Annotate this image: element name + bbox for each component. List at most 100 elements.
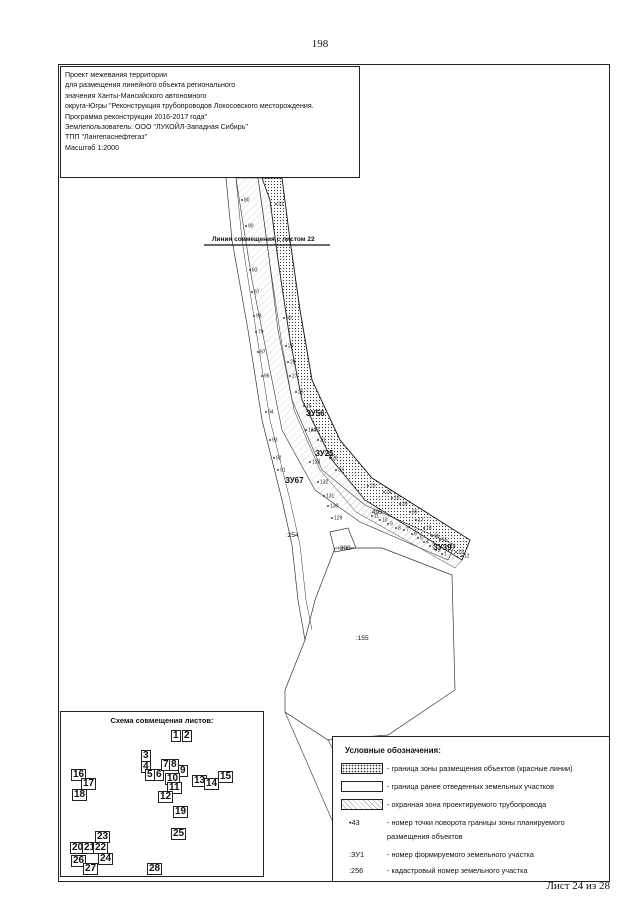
turn-point [455, 551, 457, 553]
parcel-390 [329, 527, 357, 553]
turn-point-label: 96 [264, 374, 270, 380]
turn-point [411, 533, 413, 535]
turn-point-label: 91 [280, 468, 286, 474]
turn-point-label: 133 [312, 460, 321, 466]
turn-point [371, 515, 373, 517]
cadastral-label: :254 [286, 532, 299, 539]
turn-point-label: 26 [298, 390, 304, 396]
turn-point-label: 97 [254, 290, 260, 296]
turn-point-label: 9 [390, 522, 393, 528]
turn-point [277, 469, 279, 471]
cadastral-label: :155 [356, 635, 369, 642]
turn-point [335, 469, 337, 471]
turn-point [275, 203, 277, 205]
turn-point-label: 92 [276, 456, 282, 462]
turn-point [303, 405, 305, 407]
turn-point-label: 132 [320, 480, 329, 486]
turn-point [423, 527, 425, 529]
scheme-sheet-1: 1 [171, 730, 181, 742]
turn-point [265, 411, 267, 413]
turn-point [331, 517, 333, 519]
dotted-zone-swatch [341, 763, 383, 774]
sheet-label: Лист 24 из 28 [546, 880, 610, 892]
legend-item: - граница зоны размещения объектов (крас… [341, 761, 603, 777]
scheme-sheet-24: 24 [98, 853, 114, 865]
turn-point-label: 134 [308, 428, 317, 434]
turn-point [251, 291, 253, 293]
turn-point [249, 269, 251, 271]
turn-point-label: 94 [268, 410, 274, 416]
turn-point-label: 90 [248, 224, 254, 230]
turn-point-label: 15 [442, 538, 448, 544]
turn-point [403, 529, 405, 531]
turn-point-label: 79 [258, 330, 264, 336]
hatch-zone-swatch [341, 799, 383, 810]
sheet-join-label: Линия совмещения с листом 22 [212, 236, 315, 243]
turn-point-label: 80 [244, 198, 250, 204]
turn-point [323, 495, 325, 497]
legend-item: •43 - номер точки поворота границы зоны … [349, 818, 565, 827]
turn-point [415, 519, 417, 521]
scheme-sheet-25: 25 [171, 828, 187, 840]
turn-point-label: 4 [426, 540, 429, 546]
turn-point-label: 24 [386, 490, 392, 496]
turn-point [257, 351, 259, 353]
title-line: округа-Югры "Реконструкция трубопроводов… [65, 102, 314, 111]
turn-point-label: 29 [288, 344, 294, 350]
turn-point [273, 457, 275, 459]
title-line: Землепользователь: ООО "ЛУКОЙЛ-Западная … [65, 123, 248, 132]
turn-point-label: 33 [338, 468, 344, 474]
turn-point [261, 375, 263, 377]
turn-point-label: 2 [438, 548, 441, 554]
legend-item: размещения объектов [387, 832, 463, 841]
cadastral-label: :495 [370, 509, 383, 516]
plain-border-swatch [341, 781, 383, 792]
turn-point [367, 485, 369, 487]
turn-point [309, 461, 311, 463]
legend-item: :ЗУ1 - номер формируемого земельного уча… [349, 850, 534, 859]
turn-point-label: 131 [326, 494, 335, 500]
title-line: значения Ханты-Мансийского автономного [65, 91, 207, 100]
turn-point [317, 481, 319, 483]
turn-point [295, 391, 297, 393]
turn-point [379, 519, 381, 521]
turn-point-label: 27 [292, 374, 298, 380]
turn-point-label: 17 [418, 518, 424, 524]
scheme-sheet-28: 28 [147, 863, 163, 875]
title-line: для размещения линейного объекта региона… [65, 81, 236, 90]
turn-point [417, 537, 419, 539]
turn-point [431, 535, 433, 537]
turn-point [311, 429, 313, 431]
title-line: Масштаб 1:2000 [65, 143, 120, 152]
turn-point [305, 429, 307, 431]
zone-label: ЗУ56 [306, 409, 325, 418]
turn-point-label: 3 [432, 544, 435, 550]
turn-point-label: 11 [374, 514, 379, 520]
turn-point [439, 539, 441, 541]
turn-point [317, 439, 319, 441]
turn-point-label: 36 [412, 510, 418, 516]
turn-point-label: 18 [426, 526, 432, 532]
turn-point-label: 39 [402, 502, 408, 508]
turn-point [461, 555, 463, 557]
turn-point [269, 439, 271, 441]
turn-point [423, 541, 425, 543]
scheme-sheet-26: 26 [71, 855, 87, 867]
turn-point [383, 491, 385, 493]
turn-point [395, 527, 397, 529]
scheme-sheet-15: 15 [218, 771, 234, 783]
turn-point [287, 361, 289, 363]
scheme-sheet-6: 6 [154, 769, 164, 781]
turn-point [447, 545, 449, 547]
turn-point-label: 8 [398, 526, 401, 532]
turn-point-label: 6 [414, 532, 417, 538]
turn-point [441, 553, 443, 555]
turn-point [285, 345, 287, 347]
turn-point-label: 30 [286, 316, 292, 322]
scheme-sheet-17: 17 [81, 778, 97, 790]
parcel-155 [284, 547, 456, 741]
scheme-sheet-12: 12 [158, 791, 174, 803]
turn-points-left: 81809083979879879694939291 [237, 174, 286, 474]
turn-point [387, 523, 389, 525]
